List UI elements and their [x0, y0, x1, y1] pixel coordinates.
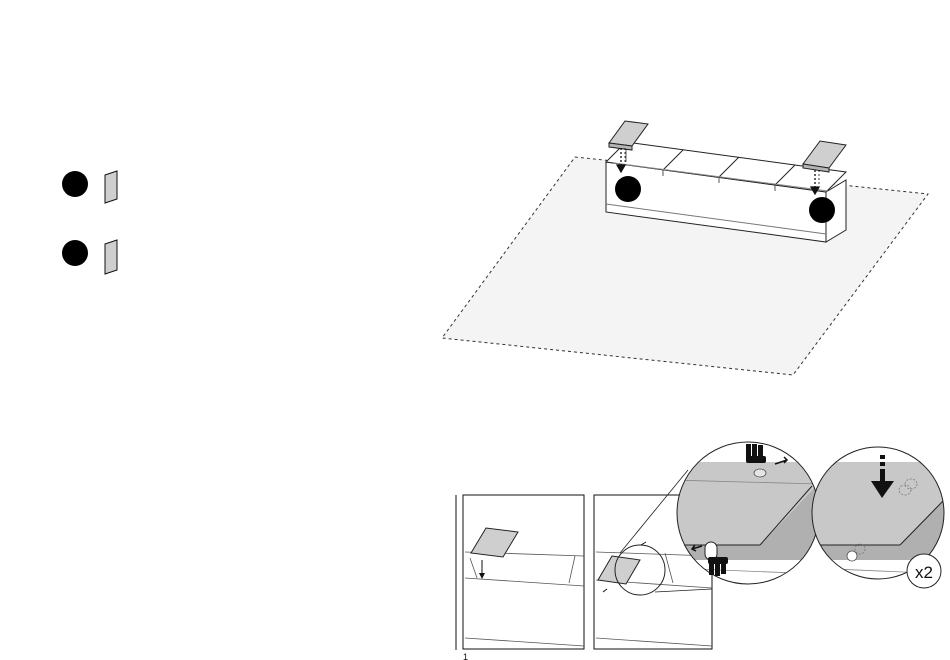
- page-number: 1: [463, 652, 468, 660]
- filled-circle-marker: [809, 197, 835, 223]
- multiplier-label: x2: [915, 563, 933, 582]
- legend-item-1: [62, 171, 117, 203]
- multiplier-badge: x2: [907, 554, 941, 588]
- end-panel-part-icon: [105, 240, 117, 274]
- magnified-detail-2: x2: [810, 447, 950, 588]
- main-assembly-illustration: [442, 121, 928, 375]
- legend-item-2: [62, 240, 117, 274]
- hand-press-icon: [746, 444, 766, 463]
- filled-circle-marker: [615, 176, 641, 202]
- filled-circle-marker: [62, 240, 88, 266]
- step-details: x2 1: [456, 442, 950, 660]
- parts-legend: [62, 171, 117, 274]
- detail-panel-1: [463, 495, 584, 649]
- hand-press-icon: [708, 557, 728, 576]
- filled-circle-marker: [62, 171, 88, 197]
- end-panel-part-icon: [105, 171, 117, 203]
- right-end-panel: [803, 141, 846, 172]
